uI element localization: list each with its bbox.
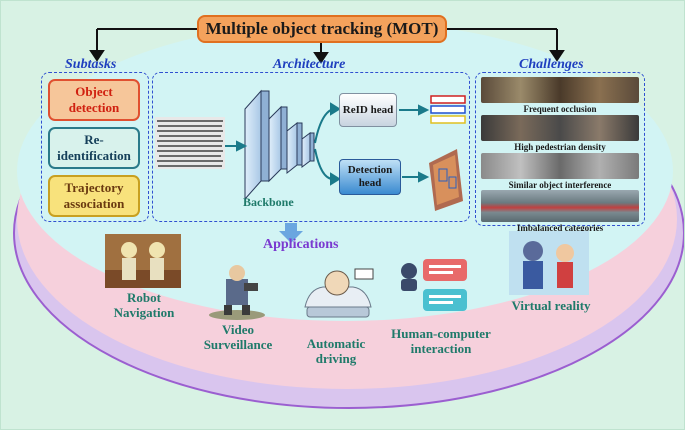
video-surveillance-image: [209, 265, 265, 320]
app-human-computer-interaction: Human-computer interaction: [381, 326, 501, 357]
challenge-caption-imbalanced: Imbalanced categories: [516, 223, 604, 233]
challenge-similar-image: [481, 153, 639, 179]
challenge-imbalanced-image: [481, 190, 639, 222]
app-robot-navigation: Robot Navigation: [99, 290, 189, 321]
challenges-heading: Challenges: [519, 57, 584, 72]
app-virtual-reality: Virtual reality: [491, 298, 611, 314]
challenge-caption-occlusion: Frequent occlusion: [523, 104, 597, 114]
input-image: [155, 117, 225, 169]
architecture-heading: Architecture: [273, 57, 346, 72]
applications-down-arrow: [279, 223, 303, 243]
app-automatic-driving-line1: Automatic: [306, 336, 366, 351]
app-hci-line1: Human-computer: [391, 326, 491, 341]
app-automatic-driving: Automatic driving: [291, 336, 381, 367]
applications-heading: Applications: [263, 237, 339, 252]
virtual-reality-image: [509, 231, 589, 295]
app-video-surveillance-line2: Surveillance: [203, 336, 273, 352]
architecture-panel: [152, 72, 470, 222]
subtasks-heading: Subtasks: [65, 57, 117, 72]
subtasks-panel: [41, 72, 149, 222]
main-title: Multiple object tracking (MOT): [197, 15, 447, 43]
app-video-surveillance-line1: Video: [221, 322, 255, 337]
app-virtual-reality-line1: Virtual reality: [511, 298, 591, 313]
backbone-label: Backbone: [243, 195, 294, 209]
app-automatic-driving-line2: driving: [315, 350, 357, 366]
challenge-occlusion-image: [481, 77, 639, 103]
challenge-density-image: [481, 115, 639, 141]
automatic-driving-image: [304, 268, 374, 318]
app-hci-line2: interaction: [410, 340, 472, 356]
human-computer-interaction-image: [401, 259, 467, 311]
subtask-re-identification: Re-identification: [48, 127, 140, 169]
head-branch-arrows: [314, 102, 341, 186]
reid-head: ReID head: [339, 93, 397, 127]
app-robot-navigation-line1: Robot: [127, 290, 161, 305]
head-outputs: [399, 95, 466, 211]
detection-head: Detection head: [339, 159, 401, 195]
reid-feature-vectors: [430, 95, 466, 124]
backbone-network: [225, 89, 315, 201]
app-robot-navigation-line2: Navigation: [113, 304, 175, 320]
robot-navigation-image: [105, 234, 181, 288]
challenge-caption-similar: Similar object interference: [508, 180, 612, 190]
challenge-caption-density: High pedestrian density: [514, 142, 606, 152]
subtask-trajectory-association: Trajectory association: [48, 175, 140, 217]
challenges-panel: [475, 72, 645, 226]
detection-output-image: [429, 149, 463, 211]
app-video-surveillance: Video Surveillance: [193, 322, 283, 353]
subtask-object-detection: Object detection: [48, 79, 140, 121]
